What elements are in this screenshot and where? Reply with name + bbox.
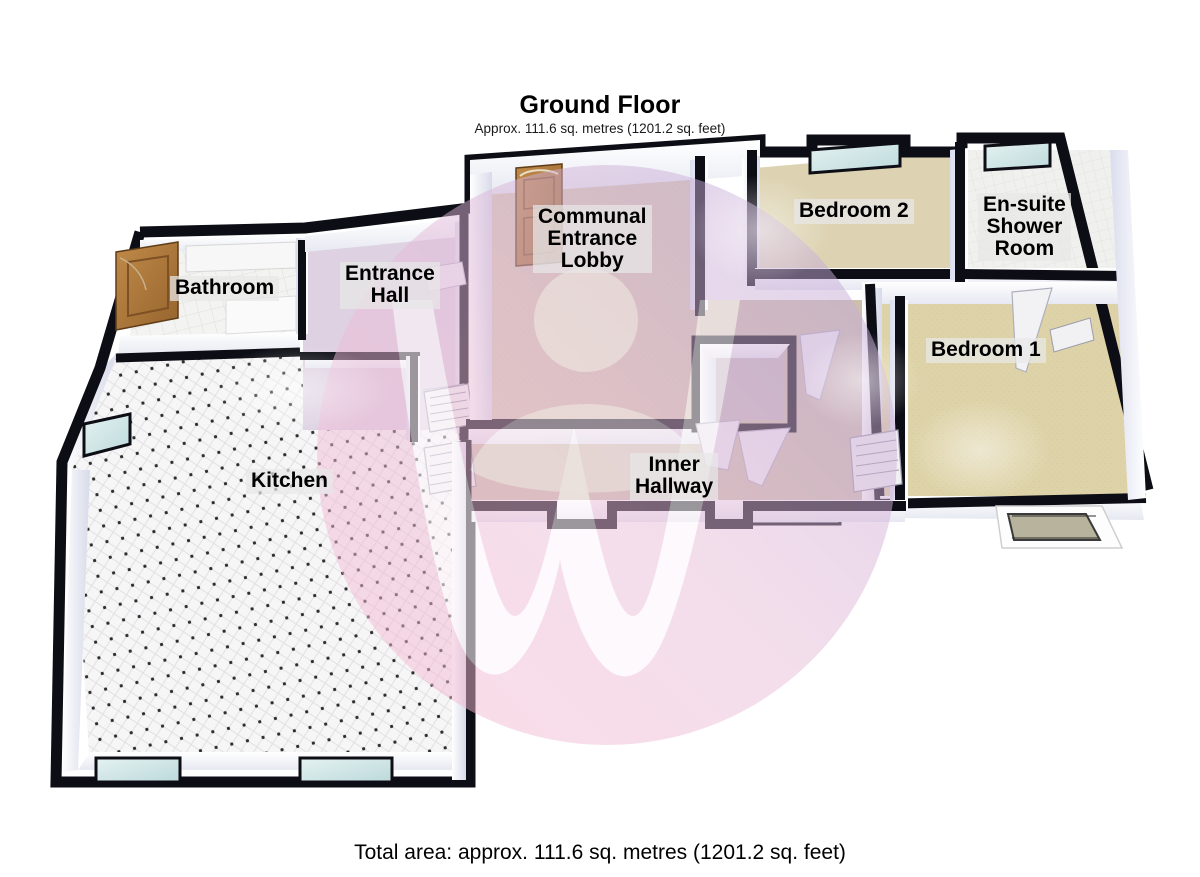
room-label-entrance-hall: Entrance Hall <box>340 262 440 309</box>
bathroom-bath <box>185 241 297 273</box>
room-label-en-suite-shower-room: En-suite Shower Room <box>978 193 1071 262</box>
kitchen-window-left <box>82 412 132 458</box>
bathroom-door-panel <box>127 254 169 318</box>
entrance-hall-wall-top-face <box>305 218 468 252</box>
room-label-communal-entrance-lobby: Communal Entrance Lobby <box>533 205 652 274</box>
ensuite-wall-bottom-outline <box>961 269 1125 281</box>
plan-header: Ground Floor Approx. 111.6 sq. metres (1… <box>0 92 1200 136</box>
bathroom-door-swing <box>119 257 147 291</box>
room-label-kitchen: Kitchen <box>246 469 334 494</box>
bedroom2-window <box>808 141 902 175</box>
floor-area-subtitle: Approx. 111.6 sq. metres (1201.2 sq. fee… <box>474 121 726 137</box>
page-title: Ground Floor <box>519 91 681 119</box>
ensuite-window <box>983 140 1052 172</box>
bathroom-basin <box>225 295 297 335</box>
room-label-bedroom-1: Bedroom 1 <box>926 338 1046 363</box>
bedroom1-radiator <box>1049 317 1095 353</box>
room-label-bedroom-2: Bedroom 2 <box>794 199 914 224</box>
bedroom1-wall-top-face <box>862 282 1122 304</box>
room-label-inner-hallway: Inner Hallway <box>630 453 719 500</box>
bedroom1-window <box>995 505 1124 549</box>
kitchen-window-bottom <box>94 756 394 784</box>
room-label-bathroom: Bathroom <box>170 276 280 301</box>
bedroom1-wall-right-face <box>1110 150 1146 500</box>
kitchen-wall-left-lower-face <box>62 470 90 772</box>
bedroom1-wall-bottom-outline <box>875 493 1147 509</box>
bathroom-door[interactable] <box>115 241 179 331</box>
total-area-footer: Total area: approx. 111.6 sq. metres (12… <box>354 841 846 864</box>
